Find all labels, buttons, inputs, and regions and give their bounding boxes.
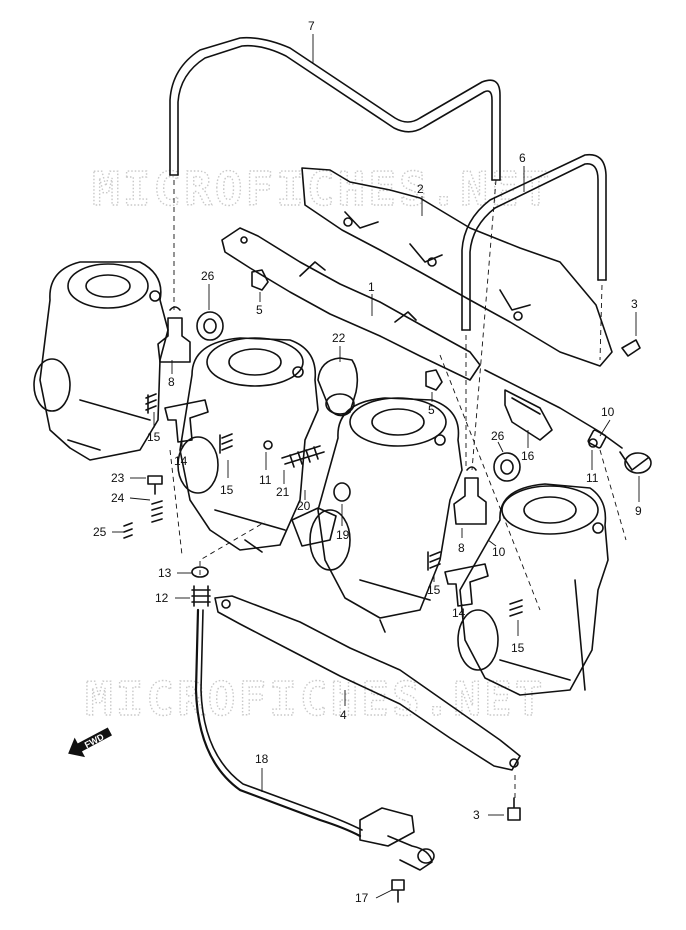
choke-cable-9 xyxy=(484,369,652,474)
screw-3-upper xyxy=(621,339,641,357)
callout-26-lower: 26 xyxy=(491,429,505,443)
washer-13 xyxy=(191,566,209,578)
collar-26-upper xyxy=(196,311,224,341)
carburetor-4 xyxy=(457,483,609,696)
callout-1: 1 xyxy=(368,280,375,294)
clip-16 xyxy=(504,389,553,441)
callout-15-d: 15 xyxy=(511,641,525,655)
callout-5-upper: 5 xyxy=(256,303,263,317)
vent-hose-6 xyxy=(461,153,607,331)
callout-21: 21 xyxy=(276,485,290,499)
callout-7: 7 xyxy=(308,19,315,33)
callout-14-right: 14 xyxy=(452,606,466,620)
fuel-fitting-8-left xyxy=(157,306,191,363)
callout-9: 9 xyxy=(635,504,642,518)
callout-15-b: 15 xyxy=(220,483,234,497)
callout-11-left: 11 xyxy=(259,473,272,487)
callout-23: 23 xyxy=(111,471,125,485)
callout-4: 4 xyxy=(340,708,347,722)
callout-18: 18 xyxy=(255,752,269,766)
vent-hose-7 xyxy=(169,36,501,181)
callout-8-right: 8 xyxy=(458,541,465,555)
bracket-20 xyxy=(291,507,337,547)
part-11-right xyxy=(588,438,598,448)
callouts: 7 6 2 1 3 26 5 22 5 10 16 26 11 9 8 15 1 xyxy=(93,19,642,905)
t-fitting-14-right xyxy=(444,563,489,607)
spring-25 xyxy=(123,522,133,539)
spring-12 xyxy=(191,585,211,607)
callout-25: 25 xyxy=(93,525,107,539)
callout-2: 2 xyxy=(417,182,424,196)
bracket-plate-4 xyxy=(214,595,521,771)
throttle-adjuster-cable-18 xyxy=(194,608,435,871)
alignment-lines xyxy=(169,179,627,800)
part-11-left xyxy=(263,440,273,450)
callout-22: 22 xyxy=(332,331,346,345)
callout-10-lower: 10 xyxy=(492,545,506,559)
spring-21 xyxy=(281,445,325,468)
clip-5-upper xyxy=(251,269,269,291)
callout-12: 12 xyxy=(155,591,169,605)
fwd-arrow-icon: FWD xyxy=(68,727,112,758)
spring-15-d xyxy=(509,599,523,617)
bracket-plate-2 xyxy=(301,167,613,367)
spring-15-c xyxy=(427,551,441,571)
callout-17: 17 xyxy=(355,891,369,905)
screw-23 xyxy=(147,475,163,495)
callout-10-upper: 10 xyxy=(601,405,615,419)
callout-24: 24 xyxy=(111,491,125,505)
collar-26-lower xyxy=(493,452,521,482)
watermark-bottom: MICROFICHES.NET xyxy=(85,672,545,726)
carburetor-2 xyxy=(177,337,319,553)
screw-3-lower xyxy=(507,797,521,821)
carburetor-3 xyxy=(309,397,463,633)
callout-20: 20 xyxy=(297,499,311,513)
screw-19 xyxy=(333,482,351,502)
callout-13: 13 xyxy=(158,566,172,580)
elbow-22 xyxy=(317,357,359,417)
carburetor-1 xyxy=(33,261,169,461)
callout-14-left: 14 xyxy=(174,454,188,468)
spring-15-b xyxy=(219,433,233,454)
callout-11-right: 11 xyxy=(586,471,599,485)
callout-8-left: 8 xyxy=(168,375,175,389)
linkage-plate-1 xyxy=(221,227,481,381)
callout-16: 16 xyxy=(521,449,535,463)
callout-15-a: 15 xyxy=(147,430,161,444)
callout-3-lower: 3 xyxy=(473,808,480,822)
spring-15-a xyxy=(145,393,157,414)
callout-5-lower: 5 xyxy=(428,403,435,417)
watermark-top: MICROFICHES.NET xyxy=(92,162,552,216)
callout-3-upper: 3 xyxy=(631,297,638,311)
callout-26-upper: 26 xyxy=(201,269,215,283)
callout-15-c: 15 xyxy=(427,583,441,597)
clip-5-lower xyxy=(425,369,443,391)
spring-24 xyxy=(151,500,163,523)
callout-6: 6 xyxy=(519,151,526,165)
callout-19: 19 xyxy=(336,528,350,542)
fuel-fitting-8-right xyxy=(453,466,487,525)
t-fitting-14-left xyxy=(164,399,209,443)
screw-17 xyxy=(391,879,405,903)
